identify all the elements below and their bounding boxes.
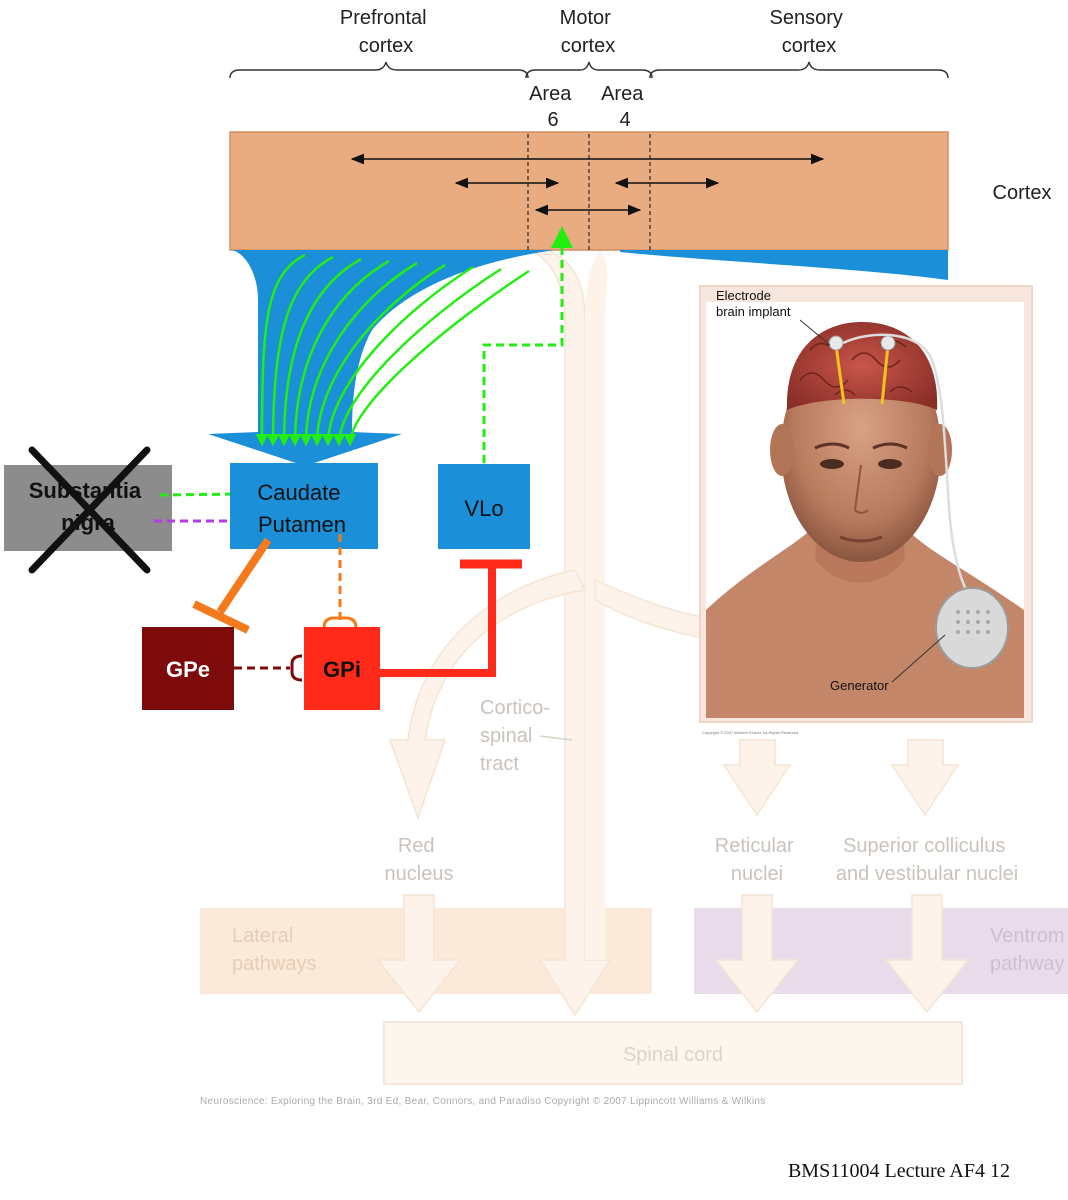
prefrontal-cortex-label: Prefrontal cortex xyxy=(340,7,432,57)
prefrontal-brace xyxy=(229,61,529,79)
caudate-putamen-label: Caudate Putamen xyxy=(257,480,346,537)
area-4-label: Area 4 xyxy=(601,83,649,131)
colliculus-vestibular-label: Superior colliculus and vestibular nucle… xyxy=(836,835,1018,885)
implant-copyright: Copyright © 2007 Wolters Kluwer. All Rig… xyxy=(702,730,799,735)
vlo-box xyxy=(438,464,530,549)
area-6-label: Area 6 xyxy=(529,83,577,131)
arrow-lateral xyxy=(376,894,462,1014)
corticospinal-tract xyxy=(529,249,612,1017)
cortex-divisions xyxy=(527,134,651,250)
arrow-reticular xyxy=(722,739,792,817)
cortex-blue-underside xyxy=(620,250,948,280)
branch-red-nucleus xyxy=(388,569,587,821)
cortex-regions-header: Prefrontal cortex Motor cortex Sensory c… xyxy=(229,7,949,131)
gpe-node: GPe xyxy=(142,627,234,710)
electrode-right xyxy=(880,344,890,405)
thalamocortical-arrowhead xyxy=(551,226,573,248)
sensory-cortex-label: Sensory cortex xyxy=(770,7,849,57)
gpe-gpi-bracket xyxy=(290,654,303,682)
corticospinal-label: Cortico- spinal tract xyxy=(480,697,556,775)
corticostriatal-fiber xyxy=(343,269,530,447)
electrode-left xyxy=(834,344,846,405)
motor-cortex-label: Motor cortex xyxy=(560,7,617,57)
gpi-box xyxy=(304,627,380,710)
corticostriatal-fibers xyxy=(255,253,530,447)
cortex-label: Cortex xyxy=(993,182,1052,204)
caudate-putamen-box xyxy=(230,463,378,549)
gpe-box xyxy=(142,627,234,710)
reticular-nuclei-label: Reticular nuclei xyxy=(715,835,799,885)
descending-pathways: Cortico- spinal tract Red nucleus Reticu… xyxy=(200,249,1068,1085)
direct-pathway-bracket xyxy=(322,616,358,629)
lateral-pathways-label: Lateral pathways xyxy=(232,925,317,975)
gpi-node: GPi xyxy=(304,627,380,710)
electrode-label: Electrode brain implant xyxy=(716,288,791,319)
substantia-nigra-node: Substantia nigra xyxy=(4,446,172,574)
sensory-brace xyxy=(649,61,949,79)
slide-identifier: BMS11004 Lecture AF4 12 xyxy=(788,1160,1010,1182)
arrow-ventral-1 xyxy=(714,894,800,1014)
lesion-cross-icon xyxy=(28,446,151,574)
corticostriatal-fiber xyxy=(299,261,418,447)
motor-brace xyxy=(525,61,653,79)
lead-wire xyxy=(842,333,974,601)
corticostriatal-fiber xyxy=(321,265,474,447)
corticostriatal-projection xyxy=(208,250,555,466)
corticostriatal-fiber xyxy=(277,257,362,447)
thalamocortical-green-dashed xyxy=(482,243,564,463)
generator-label: Generator xyxy=(830,678,889,693)
arrow-ventral-2 xyxy=(884,894,970,1014)
vlo-label: VLo xyxy=(464,496,503,521)
dbs-implant-illustration: Electrode brain implant Generator Copyri… xyxy=(699,285,1033,735)
corticostriatal-fiber xyxy=(255,253,306,447)
spinal-cord-label: Spinal cord xyxy=(623,1044,723,1066)
indirect-pathway-tbar xyxy=(192,600,250,634)
cortico-cortical-arrows xyxy=(350,153,825,216)
arrow-colliculus xyxy=(890,739,960,817)
pallidothalamic-red xyxy=(380,566,496,677)
textbook-credit: Neuroscience: Exploring the Brain, 3rd E… xyxy=(200,1096,766,1107)
gpi-label: GPi xyxy=(323,657,361,682)
striatum-node: Caudate Putamen xyxy=(230,463,378,549)
generator-device xyxy=(935,587,1009,669)
corticostriatal-fiber xyxy=(310,263,446,447)
vlo-node: VLo xyxy=(438,464,530,549)
corticostriatal-fiber xyxy=(266,255,334,447)
spinal-cord-box xyxy=(383,1021,963,1085)
gpe-label: GPe xyxy=(166,657,210,682)
corticostriatal-fiber xyxy=(332,267,502,447)
corticostriatal-fiber xyxy=(288,259,390,447)
indirect-pathway-orange xyxy=(216,537,272,615)
ventromedial-pathways-label: Ventrom pathway xyxy=(990,925,1068,975)
red-nucleus-label: Red nucleus xyxy=(385,835,454,885)
